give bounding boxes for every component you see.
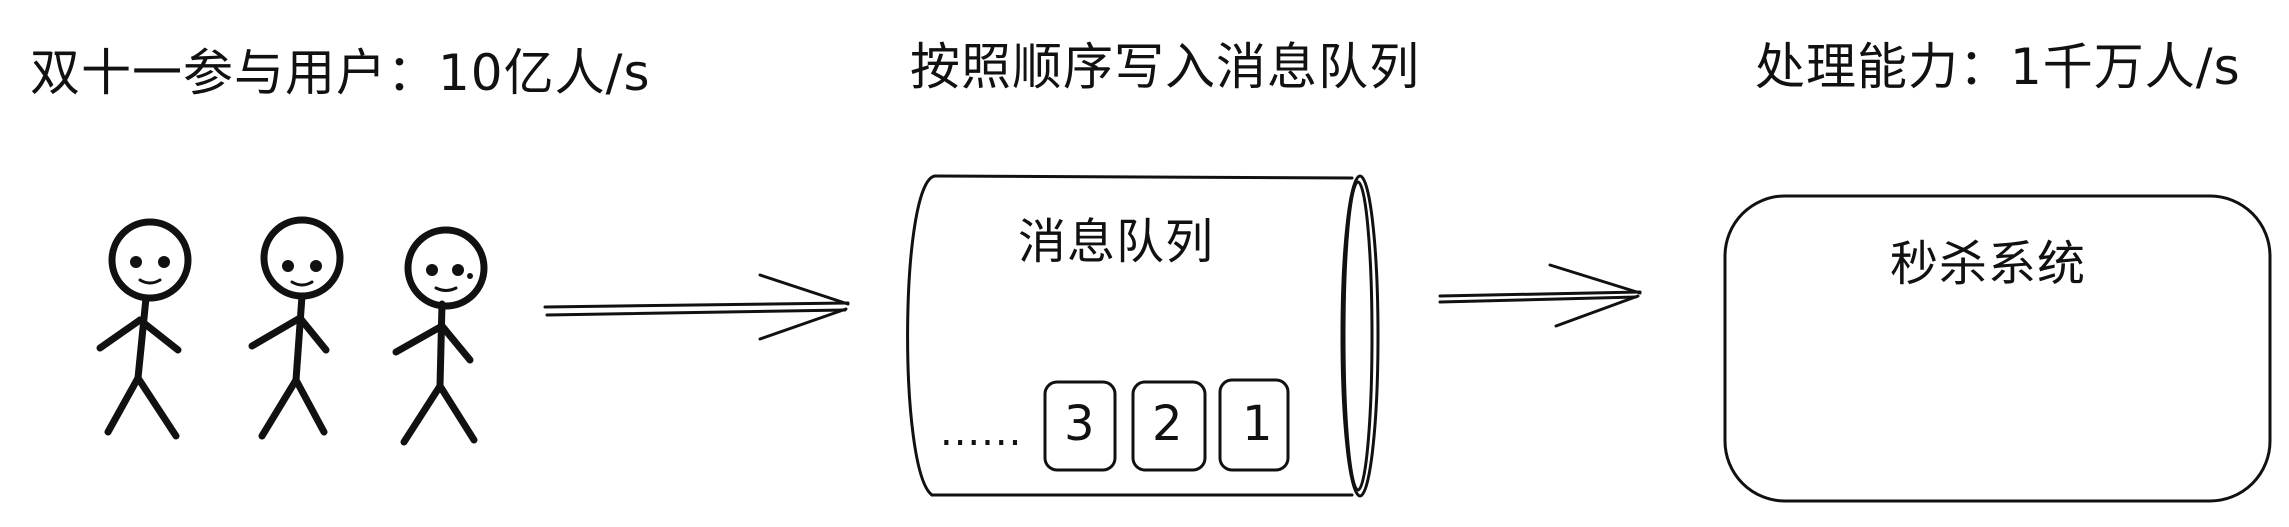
capacity-heading: 处理能力：1千万人/s (1755, 38, 2241, 96)
message-queue-cylinder (906, 174, 1380, 498)
users-heading: 双十一参与用户：10亿人/s (30, 44, 651, 102)
arrow-users-to-queue (543, 273, 850, 341)
queue-message-1: 1 (1242, 396, 1274, 452)
user-figure-3 (392, 226, 488, 446)
seckill-system-box (1723, 194, 2272, 503)
system-title: 秒杀系统 (1890, 236, 2087, 292)
user-figure-1 (96, 218, 192, 440)
queue-step-heading: 按照顺序写入消息队列 (910, 38, 1420, 96)
queue-title: 消息队列 (1018, 214, 1215, 270)
queue-ellipsis: ...... (940, 409, 1023, 455)
user-figure-2 (248, 216, 344, 440)
queue-message-2: 2 (1152, 396, 1184, 452)
queue-message-boxes (1043, 378, 1290, 472)
arrow-queue-to-system (1438, 263, 1642, 328)
queue-message-3: 3 (1064, 396, 1096, 452)
